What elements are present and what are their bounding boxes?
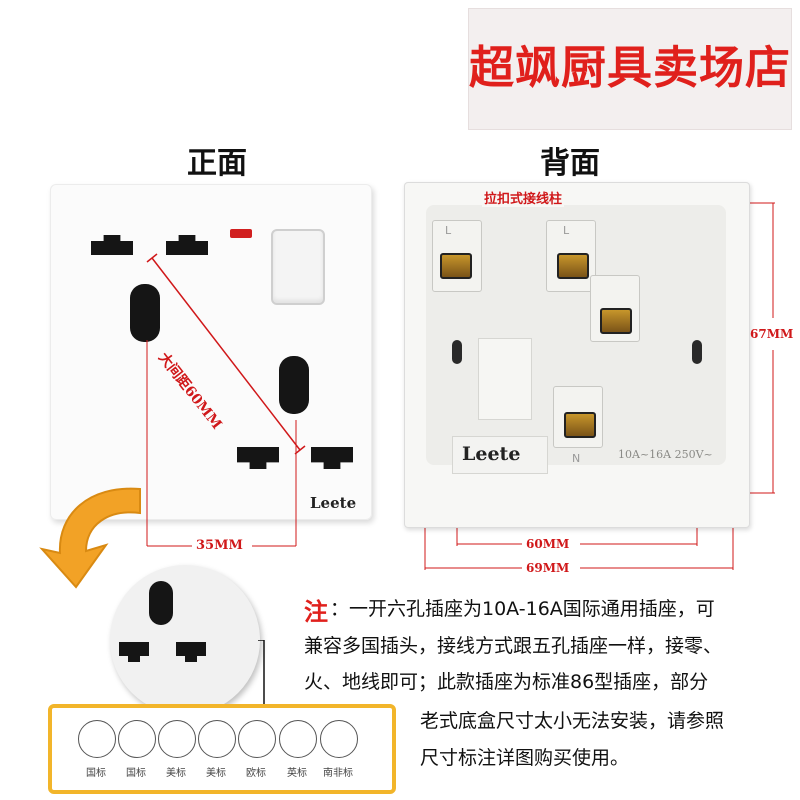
mounting-slot [452, 340, 462, 364]
note-line: 兼容多国插头，接线方式跟五孔插座一样，接零、 [304, 635, 723, 657]
terminal-screw [440, 253, 472, 279]
shop-banner: 超飒厨具卖场店 [468, 8, 792, 130]
socket-closeup [110, 565, 260, 715]
standard-label: 国标 [126, 768, 146, 779]
back-brand-label: Leete [462, 443, 521, 465]
standard-label: 英标 [287, 768, 307, 779]
terminal-type-label: 拉扣式接线柱 [482, 188, 565, 207]
terminal-mark: L [445, 224, 452, 237]
terminal-screw [557, 253, 589, 279]
back-outer-width-label: 69MM [526, 561, 570, 575]
note-line: 火、地线即可；此款插座为标准86型插座，部分 [304, 671, 709, 693]
curved-arrow-icon [39, 487, 141, 589]
plug-standard-icon [158, 720, 196, 758]
standard-label: 欧标 [246, 768, 266, 779]
front-heading: 正面 [187, 146, 247, 181]
plug-standard-icon [238, 720, 276, 758]
plug-standard-icon [198, 720, 236, 758]
socket-hole-icon [149, 581, 173, 625]
terminal-mark: L [563, 224, 570, 237]
standard-label: 美标 [206, 768, 226, 779]
note-line: 尺寸标注详图购买使用。 [420, 747, 630, 769]
back-inner-width-label: 60MM [526, 537, 570, 551]
rocker-switch [271, 229, 325, 305]
plug-standard-icon [118, 720, 156, 758]
terminal-mark: N [572, 452, 581, 465]
note-line: 老式底盒尺寸太小无法安装，请参照 [420, 710, 725, 732]
socket-hole-icon [279, 356, 309, 414]
front-width-label: 35MM [196, 538, 243, 553]
back-label-plate [452, 436, 548, 474]
indicator-light [230, 229, 252, 238]
standard-label: 美标 [166, 768, 186, 779]
note-line: ：一开六孔插座为10A-16A国际通用插座，可 [330, 598, 715, 620]
plug-standard-icon [320, 720, 358, 758]
note-prefix: 注 [304, 598, 328, 626]
back-heading: 背面 [540, 146, 600, 181]
mounting-slot [692, 340, 702, 364]
plug-standard-icon [78, 720, 116, 758]
plug-standard-icon [279, 720, 317, 758]
terminal-screw [564, 412, 596, 438]
shop-name: 超飒厨具卖场店 [469, 41, 792, 94]
socket-hole-icon [130, 284, 160, 342]
rating-text: 10A~16A 250V~ [618, 448, 713, 461]
standard-label: 国标 [86, 768, 106, 779]
front-brand-label: Leete [310, 494, 357, 512]
terminal-screw [600, 308, 632, 334]
standard-label: 南非标 [323, 768, 353, 779]
back-height-label: 67MM [750, 327, 794, 341]
back-panel-block [478, 338, 532, 420]
